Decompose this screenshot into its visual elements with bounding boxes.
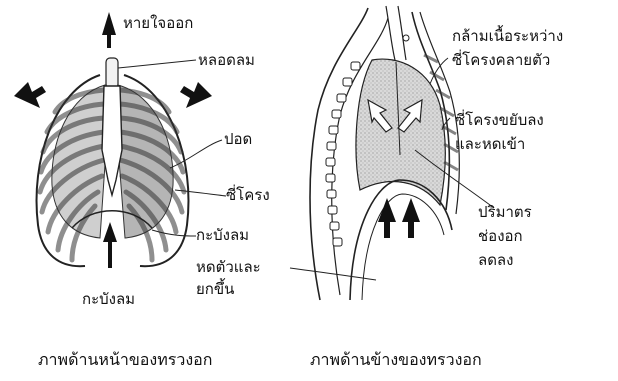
label-diaphragm-bottom: กะบังลม — [82, 290, 135, 308]
diaphragm-up-arrow — [103, 222, 117, 268]
label-intercostal-relax: กล้ามเนื้อระหว่าง ซี่โครงคลายตัว — [452, 24, 563, 72]
right-inward-arrow — [180, 82, 212, 108]
vertebrae — [326, 62, 360, 246]
sternum — [102, 86, 122, 195]
side-view — [310, 6, 459, 300]
label-chest-volume-decreases: ปริมาตร ช่องอก ลดลง — [478, 200, 532, 272]
label-exhale: หายใจออก — [123, 14, 193, 32]
trachea — [106, 58, 118, 88]
label-lung: ปอด — [224, 130, 252, 148]
label-ribs: ซี่โครง — [226, 186, 270, 204]
left-inward-arrow — [14, 82, 46, 108]
caption-side-view: ภาพด้านข้างของทรวงอก — [310, 350, 482, 370]
diaphragm-rise-arrow-right — [402, 198, 420, 238]
diaphragm-rise-arrow-left — [378, 198, 396, 238]
exhale-up-arrow — [102, 12, 116, 48]
leader-side-diaphragm — [290, 268, 376, 280]
caption-front-view: ภาพด้านหน้าของทรวงอก — [38, 350, 212, 370]
label-diaphragm: กะบังลม — [196, 226, 249, 244]
label-trachea: หลอดลม — [198, 51, 255, 69]
diaphragm-side — [350, 180, 452, 300]
chest-cavity — [356, 59, 445, 205]
label-diaphragm-contracts-raises: หดตัวและ ยกขึ้น — [196, 256, 261, 300]
leader-trachea — [118, 60, 196, 68]
label-ribs-move-down: ซี่โครงขยับลง และหดเข้า — [455, 108, 544, 156]
